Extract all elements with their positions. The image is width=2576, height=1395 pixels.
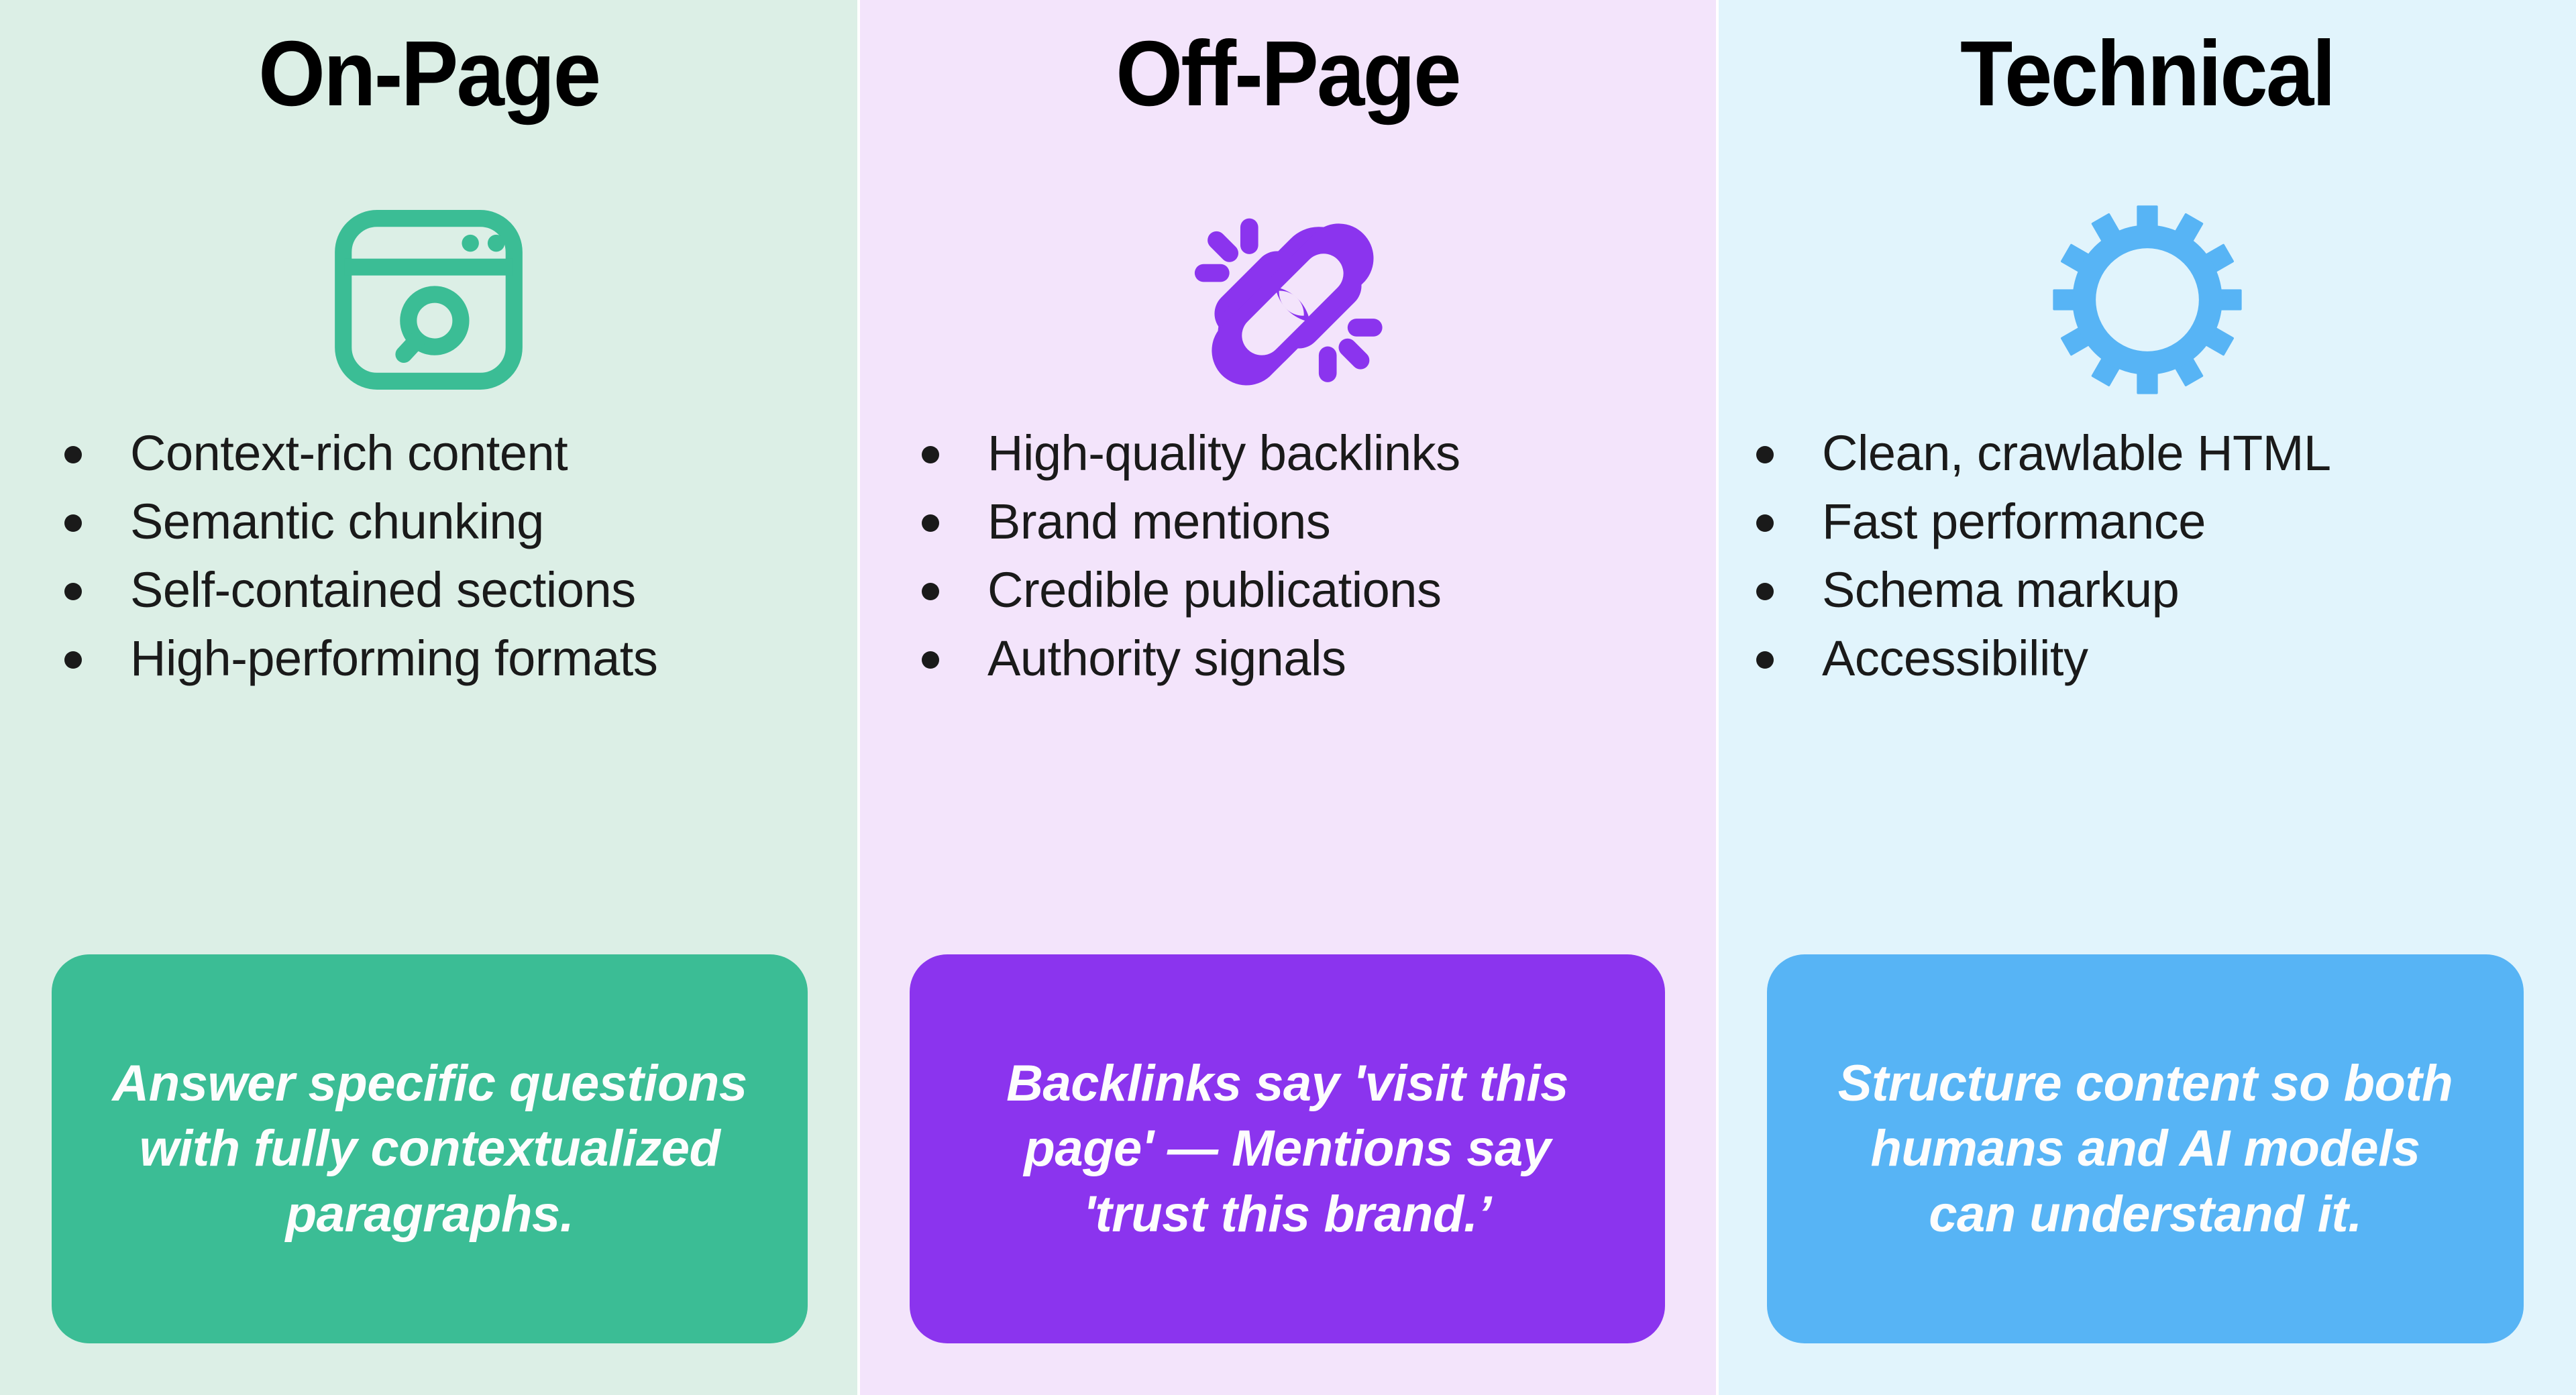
bullet-dot-icon: [64, 583, 82, 601]
bullet-label: Credible publications: [987, 562, 1442, 618]
column-divider: [857, 0, 860, 1395]
list-item: Brand mentions: [922, 497, 1716, 565]
bullet-label: High-performing formats: [130, 630, 658, 687]
bullet-dot-icon: [922, 651, 939, 669]
column-title-on-page: On-Page: [258, 22, 601, 125]
browser-window-search-icon: [0, 199, 857, 400]
bullet-dot-icon: [64, 514, 82, 533]
bullet-dot-icon: [64, 446, 82, 464]
bullet-list-on-page: Context-rich content Semantic chunking S…: [0, 429, 857, 702]
bullet-dot-icon: [1756, 446, 1774, 464]
bullet-label: Accessibility: [1822, 630, 2088, 687]
bullet-dot-icon: [1756, 651, 1774, 669]
bullet-dot-icon: [1756, 514, 1774, 533]
column-on-page: On-Page Context-rich content Semantic ch…: [0, 0, 857, 1395]
callout-text: Structure content so both humans and AI …: [1837, 1055, 2453, 1243]
list-item: High-performing formats: [64, 634, 857, 702]
bullet-dot-icon: [922, 583, 939, 601]
bullet-dot-icon: [922, 514, 939, 533]
chain-link-sparkle-icon: [860, 199, 1716, 400]
bullet-list-off-page: High-quality backlinks Brand mentions Cr…: [860, 429, 1716, 702]
callout-card-technical: Structure content so both humans and AI …: [1767, 954, 2524, 1343]
bullet-label: Fast performance: [1822, 494, 2206, 550]
callout-card-on-page: Answer specific questions with fully con…: [52, 954, 808, 1343]
bullet-label: High-quality backlinks: [987, 425, 1460, 482]
list-item: Accessibility: [1756, 634, 2576, 702]
column-divider: [1716, 0, 1719, 1395]
bullet-dot-icon: [1756, 583, 1774, 601]
list-item: Fast performance: [1756, 497, 2576, 565]
list-item: Semantic chunking: [64, 497, 857, 565]
bullet-label: Brand mentions: [987, 494, 1331, 550]
column-off-page: Off-Page: [860, 0, 1716, 1395]
bullet-label: Semantic chunking: [130, 494, 544, 550]
bullet-label: Context-rich content: [130, 425, 568, 482]
bullet-dot-icon: [922, 446, 939, 464]
bullet-label: Schema markup: [1822, 562, 2180, 618]
list-item: Authority signals: [922, 634, 1716, 702]
callout-card-off-page: Backlinks say 'visit this page' — Mentio…: [910, 954, 1665, 1343]
list-item: Clean, crawlable HTML: [1756, 429, 2576, 497]
callout-text: Backlinks say 'visit this page' — Mentio…: [1006, 1055, 1568, 1243]
gear-cog-icon: [1719, 199, 2576, 400]
bullet-label: Clean, crawlable HTML: [1822, 425, 2331, 482]
bullet-list-technical: Clean, crawlable HTML Fast performance S…: [1719, 429, 2576, 702]
callout-text: Answer specific questions with fully con…: [112, 1055, 747, 1243]
bullet-dot-icon: [64, 651, 82, 669]
bullet-label: Authority signals: [987, 630, 1346, 687]
column-technical: Technical: [1719, 0, 2576, 1395]
list-item: Self-contained sections: [64, 565, 857, 634]
column-title-technical: Technical: [1960, 22, 2336, 125]
list-item: Credible publications: [922, 565, 1716, 634]
bullet-label: Self-contained sections: [130, 562, 636, 618]
list-item: High-quality backlinks: [922, 429, 1716, 497]
list-item: Schema markup: [1756, 565, 2576, 634]
list-item: Context-rich content: [64, 429, 857, 497]
column-title-off-page: Off-Page: [1116, 22, 1462, 125]
